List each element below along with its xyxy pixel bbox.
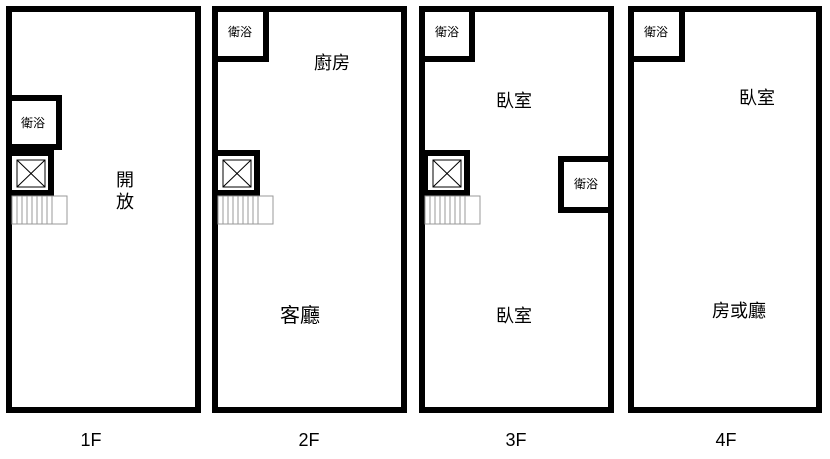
floor-1f-stairs — [11, 195, 68, 225]
floor-1f-open-label-bottom: 放 — [116, 192, 134, 213]
floor-2f-caption: 2F — [298, 430, 319, 450]
floor-4f-bedroom-label: 臥室 — [739, 88, 775, 109]
floor-2f-stairs — [217, 195, 274, 225]
floor-2f-outline — [212, 6, 407, 413]
floor-3f-bedroom-top-label: 臥室 — [496, 91, 532, 112]
floor-1f-outline — [6, 6, 201, 413]
floor-3f-bedroom-bottom-label: 臥室 — [496, 306, 532, 327]
floor-1f-caption: 1F — [80, 430, 101, 450]
floor-3f-stairs — [424, 195, 481, 225]
floor-2f-elevator-box — [222, 159, 252, 188]
floor-4f-caption: 4F — [715, 430, 736, 450]
floor-2f: 衛浴 廚房 客廳 2F — [212, 6, 407, 450]
floor-2f-bathroom — [212, 6, 269, 62]
floor-3f-elevator-cross-b — [432, 159, 462, 188]
floor-3f-bathroom-top — [419, 6, 475, 62]
floor-3f-bathroom-top-label: 衛浴 — [435, 25, 459, 39]
floor-1f-elevator-box — [16, 159, 46, 188]
floor-1f-bathroom — [6, 95, 62, 150]
floor-2f-kitchen-label: 廚房 — [314, 52, 350, 74]
floor-2f-elevator-cross-b — [222, 159, 252, 188]
floor-3f-caption: 3F — [505, 430, 526, 450]
floor-1f: 衛浴 開 放 1F — [6, 6, 201, 450]
floor-3f: 衛浴 臥室 衛浴 臥室 3F — [419, 6, 614, 450]
floor-4f-bathroom — [628, 6, 685, 62]
floor-4f-bathroom-label: 衛浴 — [644, 25, 668, 39]
floor-4f-room-or-hall-label: 房或廳 — [712, 301, 766, 322]
floor-3f-bathroom-side-label: 衛浴 — [574, 177, 598, 191]
floor-2f-living-label: 客廳 — [280, 303, 320, 327]
floor-3f-elevator-box — [432, 159, 462, 188]
floor-4f: 衛浴 臥室 房或廳 4F — [628, 6, 822, 450]
floor-1f-elevator-cross-b — [16, 159, 46, 188]
floor-4f-outline — [628, 6, 822, 413]
floor-2f-bathroom-label: 衛浴 — [228, 25, 252, 39]
floor-3f-bathroom-side — [558, 156, 614, 213]
floor-1f-open-label-top: 開 — [116, 170, 134, 191]
floor-1f-bathroom-label: 衛浴 — [21, 116, 45, 130]
